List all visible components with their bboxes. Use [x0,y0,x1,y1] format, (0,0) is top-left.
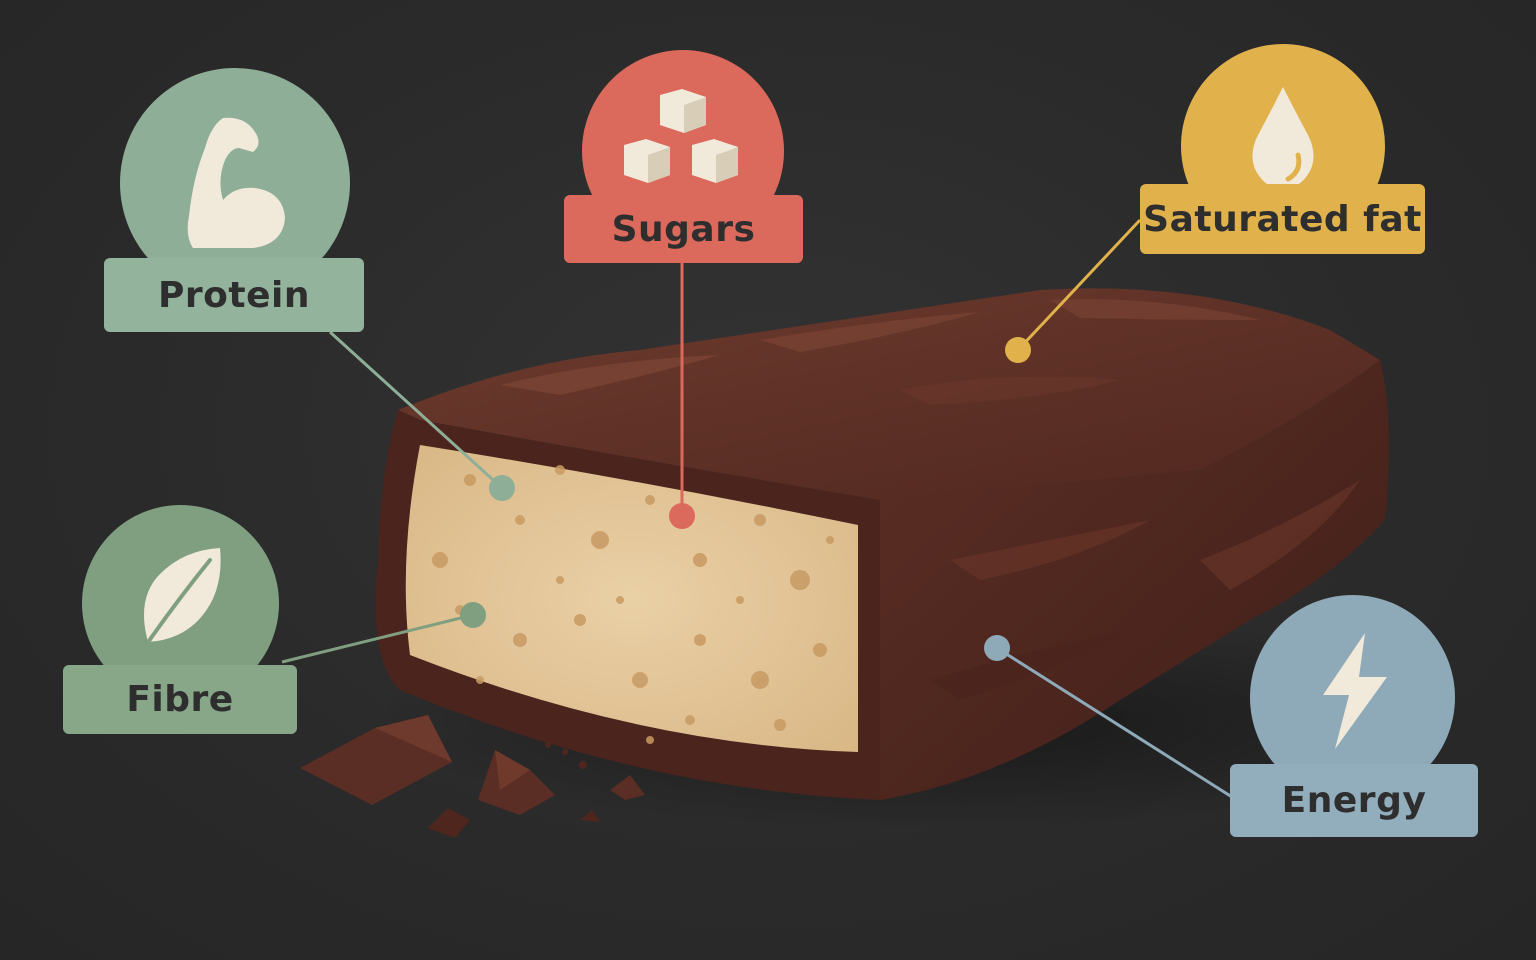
sugar-cubes-icon [618,87,748,197]
energy-marker-dot [984,635,1010,661]
protein-label: Protein [104,258,364,332]
saturated-fat-leader-line [1016,218,1142,352]
bar-top-surface [398,288,1380,500]
fibre-marker-dot [460,602,486,628]
sugars-label: Sugars [564,195,803,263]
protein-leader-line [328,330,504,490]
oil-drop-icon [1248,83,1318,193]
saturated-fat-marker-dot [1005,337,1031,363]
sugars-marker-dot [669,503,695,529]
fibre-label: Fibre [63,665,297,734]
lightning-bolt-icon [1313,631,1393,751]
energy-leader-line [996,646,1233,799]
saturated-fat-label: Saturated fat [1140,184,1425,254]
protein-marker-dot [489,475,515,501]
filling-texture [432,465,834,744]
fibre-leader-line [281,613,474,664]
flexed-arm-icon [165,108,305,258]
energy-label: Energy [1230,764,1478,837]
chocolate-crumbs [300,715,645,838]
bar-side-surface [880,360,1389,800]
leaf-icon [136,542,226,652]
